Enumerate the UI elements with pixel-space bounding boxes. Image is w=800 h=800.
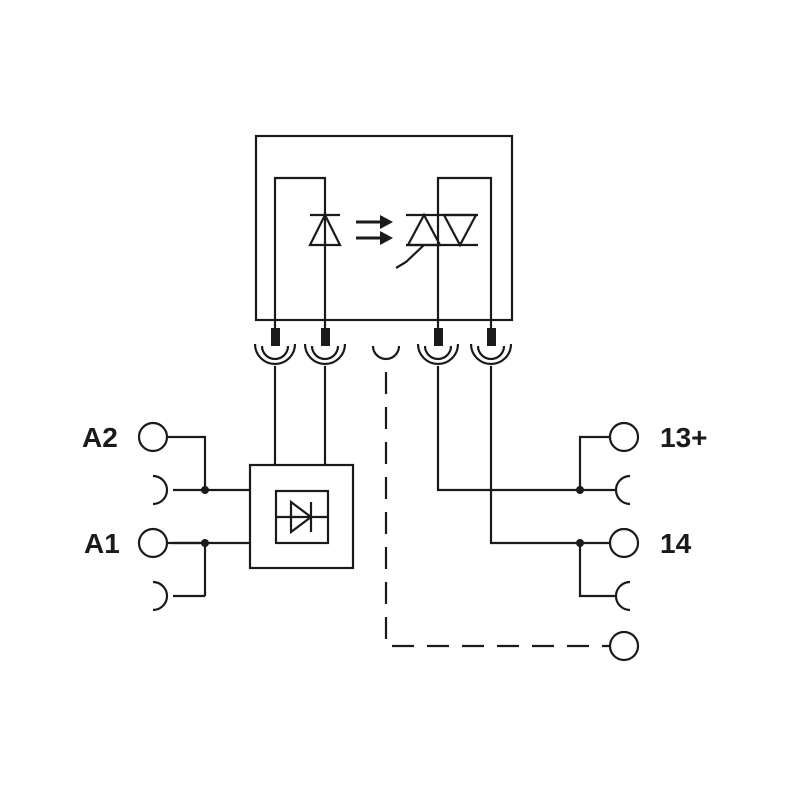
led-diode-icon	[308, 212, 342, 247]
relay-input-loop	[273, 176, 327, 330]
wiring	[167, 366, 616, 648]
wire-13-riser	[578, 435, 610, 490]
wire-pin4-14	[489, 366, 610, 545]
socket-pin3	[416, 343, 460, 366]
label-14: 14	[660, 528, 692, 559]
relay-module	[254, 134, 514, 346]
socket-pin2	[303, 343, 347, 366]
relay-module-outline	[254, 134, 514, 322]
connector-pins	[271, 328, 496, 346]
terminal-a2-bridge-socket	[152, 474, 169, 506]
terminal-14-circle	[608, 527, 640, 559]
wire-14-riser	[578, 543, 616, 598]
light-arrows-icon	[356, 215, 393, 245]
wire-dashed-link	[384, 372, 610, 648]
left-terminals	[137, 421, 169, 612]
socket-pin1	[253, 343, 297, 366]
junction-dot	[201, 539, 209, 547]
pin-4	[487, 328, 496, 346]
junction-dot	[576, 486, 584, 494]
pin-2	[321, 328, 330, 346]
wire-pin3-13	[436, 366, 616, 492]
junction-dots	[201, 486, 584, 547]
terminal-14-bridge-socket	[614, 580, 631, 612]
label-13: 13+	[660, 422, 708, 453]
terminal-13-bridge-socket	[614, 474, 631, 506]
label-a2: A2	[82, 422, 118, 453]
pin-3	[434, 328, 443, 346]
socket-empty	[371, 345, 401, 361]
terminal-bottom-circle	[608, 630, 640, 662]
right-terminals	[608, 421, 640, 662]
wire-a1	[167, 541, 207, 596]
terminal-a1-circle	[137, 527, 169, 559]
input-rectifier-block	[248, 463, 355, 570]
diode-icon	[276, 499, 328, 535]
module-sockets	[253, 343, 513, 366]
junction-dot	[576, 539, 584, 547]
pin-1	[271, 328, 280, 346]
wire-a2	[167, 435, 207, 490]
label-a1: A1	[84, 528, 120, 559]
triac-icon	[395, 212, 478, 269]
rectifier-box	[248, 463, 355, 570]
terminal-a2-circle	[137, 421, 169, 453]
terminal-labels: A2 A1 13+ 14	[82, 422, 708, 559]
relay-output-loop	[436, 176, 493, 330]
terminal-13-circle	[608, 421, 640, 453]
terminal-a1-bridge-socket	[152, 580, 169, 612]
socket-pin4	[469, 343, 513, 366]
junction-dot	[201, 486, 209, 494]
